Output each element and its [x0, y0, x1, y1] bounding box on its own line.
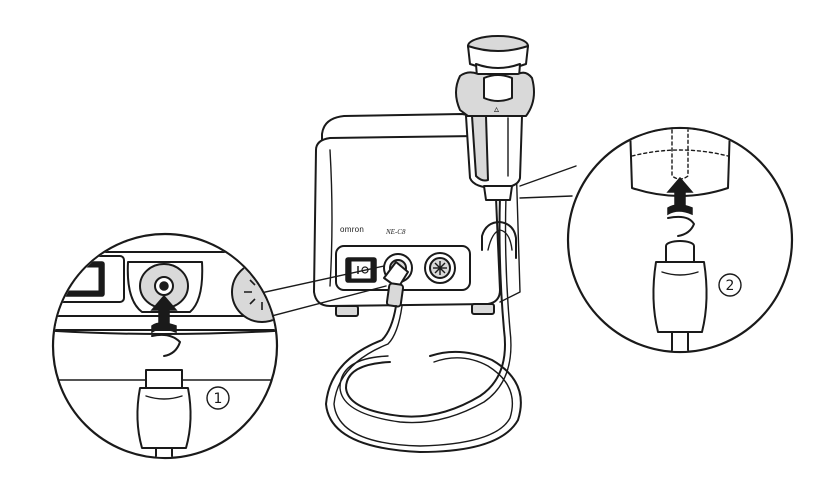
nebulizer-mark: ▵: [494, 104, 499, 115]
callout-nebulizer-connection: 2: [519, 126, 794, 354]
nebulizer-kit: ▵: [455, 35, 535, 201]
compressor-foot-right: [471, 303, 495, 315]
air-plug-detail-2: [652, 261, 708, 333]
air-tube: [325, 195, 522, 453]
brand-label: omron: [340, 225, 364, 234]
step-number-2: 2: [726, 278, 735, 294]
compressor-foot-left: [335, 305, 359, 317]
nebulizer-bottom-port: [483, 185, 513, 201]
air-plug-detail-1: [136, 387, 192, 449]
compressor-unit: omron NE-C8: [313, 113, 521, 317]
callout-air-outlet: 1: [51, 232, 387, 460]
model-label: NE-C8: [385, 228, 406, 236]
filter-cover-vents-icon: [433, 261, 447, 275]
step-number-1: 1: [214, 391, 223, 407]
